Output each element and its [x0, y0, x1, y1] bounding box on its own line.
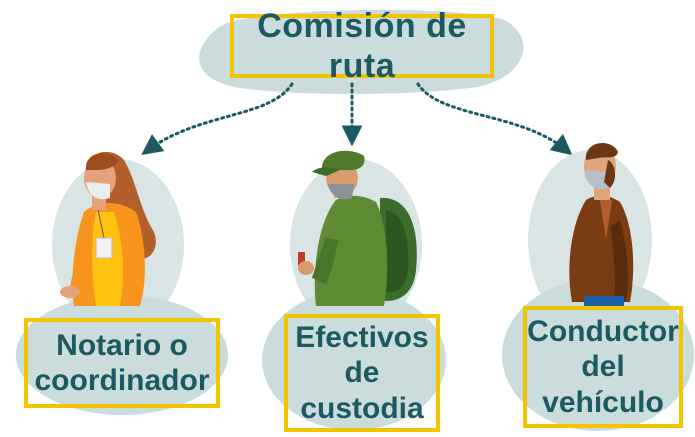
notary-person-icon: [16, 151, 228, 415]
driver-person-icon: [502, 142, 694, 431]
role-label-line: Efectivos: [295, 320, 429, 354]
role-label-line: de: [344, 356, 380, 390]
role-label-line: Conductor: [527, 314, 679, 348]
role-label-notary: Notario o coordinador: [24, 318, 220, 408]
diagram-title-text: Comisión de ruta: [257, 6, 467, 85]
role-label-line: custodia: [300, 391, 424, 425]
role-label-custody: Efectivos de custodia: [284, 314, 440, 432]
arrow-to-notary: [141, 82, 294, 155]
role-label-line: del: [581, 350, 625, 384]
role-label-line: Notario o: [56, 328, 188, 362]
soldier-person-icon: [262, 150, 446, 430]
arrow-to-driver: [416, 82, 573, 156]
title-blob: [199, 9, 524, 95]
role-label-line: vehículo: [542, 385, 664, 419]
role-label-driver: Conductor del vehículo: [523, 306, 683, 428]
diagram-title: Comisión de ruta: [230, 7, 494, 85]
role-label-line: coordinador: [34, 364, 210, 397]
